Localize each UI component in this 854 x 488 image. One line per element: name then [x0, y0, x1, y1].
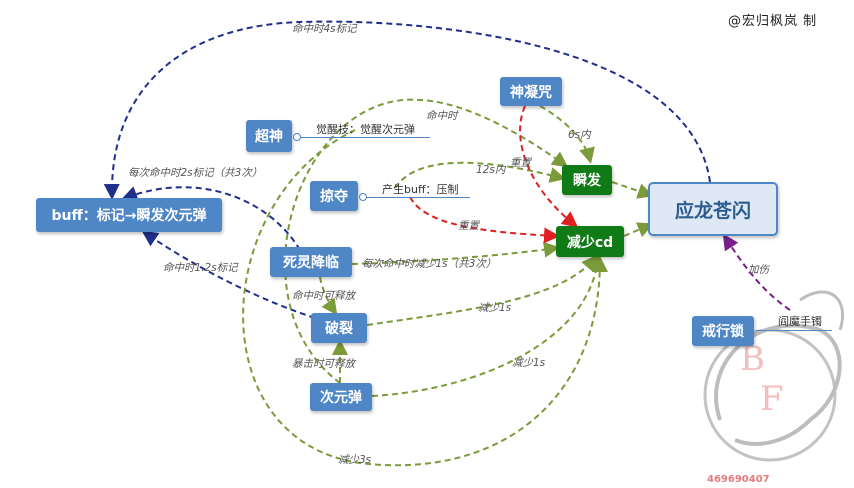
arrow-jianshao-to-yinglong [623, 222, 654, 238]
watermark-number: 469690407 [707, 474, 770, 485]
node-buff[interactable]: buff：标记→瞬发次元弹 [36, 198, 222, 232]
label-reset-2: 重置 [458, 220, 479, 232]
label-hit: 命中时 [426, 110, 458, 122]
label-jiashang: 加伤 [748, 264, 769, 276]
label-release-1: 命中时可释放 [292, 290, 355, 302]
arrow-siling-to-buff [121, 186, 301, 251]
arrow-shenning-reset [519, 105, 579, 228]
node-jianshao[interactable]: 减少cd [556, 226, 624, 257]
arrow-minus3-loop [242, 129, 608, 467]
label-every-1s: 每次命中时减少1s（共3次） [362, 258, 497, 270]
node-yinglong[interactable]: 应龙苍闪 [648, 182, 778, 236]
arrow-shunfa-to-yinglong [611, 181, 654, 199]
dragon-watermark-icon: B F [703, 290, 845, 462]
label-12s: 12s内 [476, 164, 506, 176]
jiexing-sub-underline [756, 330, 832, 331]
label-6s: 6s内 [568, 129, 591, 141]
node-lueduo[interactable]: 掠夺 [310, 181, 358, 211]
label-top: 命中时4s标记 [292, 23, 357, 35]
jiexing-sub-label: 阎魔手镯 [778, 315, 822, 328]
label-minus-1b: 减少1s [512, 357, 546, 369]
node-siling[interactable]: 死灵降临 [270, 247, 352, 277]
label-every-2s: 每次命中时2s标记（共3次） [128, 167, 263, 179]
chaoshen-sub-underline [300, 137, 430, 138]
lueduo-sub-underline [366, 197, 470, 198]
node-ciyuan[interactable]: 次元弹 [310, 383, 372, 411]
label-minus-1a: 减少1s [478, 302, 512, 314]
lueduo-sub-label: 产生buff：压制 [382, 183, 459, 196]
author-signature: @宏归枫岚 制 [728, 14, 818, 29]
label-minus-3: 减少3s [338, 454, 372, 466]
arrow-jiexing-to-yinglong [722, 233, 791, 311]
chaoshen-sub-label: 觉醒技：觉醒次元弹 [316, 123, 415, 136]
node-shunfa[interactable]: 瞬发 [562, 165, 612, 195]
arrow-lueduo-to-shunfa [394, 161, 566, 189]
arrow-siling-to-jianshao [351, 241, 560, 265]
svg-text:F: F [760, 379, 784, 419]
arrow-polie-to-buff [141, 230, 316, 319]
arrow-lueduo-reset [409, 196, 560, 244]
arrow-shenning-to-shunfa [539, 105, 595, 164]
arrow-ciyuan-to-jianshao [371, 254, 605, 397]
arrow-polie-to-jianshao [366, 254, 598, 326]
node-chaoshen[interactable]: 超神 [246, 120, 292, 152]
node-shenning[interactable]: 神凝咒 [500, 77, 562, 106]
arrow-siling-to-polie [319, 276, 338, 316]
label-reset-1: 重置 [510, 157, 531, 169]
node-jiexing[interactable]: 戒行锁 [692, 316, 754, 346]
label-mark-12: 命中时1.2s标记 [163, 262, 238, 274]
node-polie[interactable]: 破裂 [311, 313, 367, 343]
label-release-2: 暴击时可释放 [292, 358, 355, 370]
